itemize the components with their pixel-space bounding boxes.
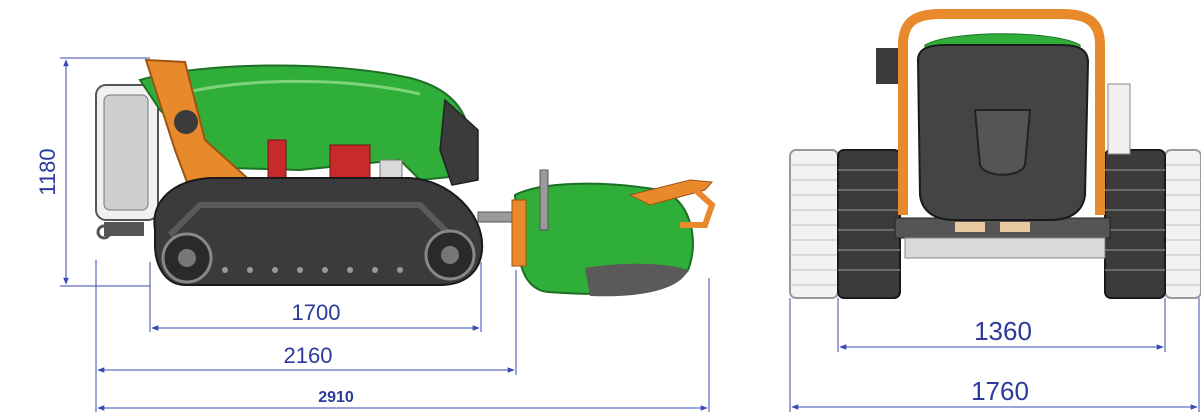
- right-outer-track: [1164, 149, 1201, 299]
- track-length-label: 1700: [292, 300, 341, 325]
- height-label: 1180: [35, 148, 60, 195]
- left-inner-track: [837, 149, 901, 299]
- inner-width-label: 1360: [974, 316, 1032, 346]
- dimension-lines: [60, 57, 1200, 412]
- side-view-machine: [95, 58, 716, 297]
- overall-length-label: 2910: [318, 389, 354, 406]
- overall-width-label: 1760: [971, 376, 1029, 406]
- green-body: [138, 64, 471, 182]
- right-inner-track: [1104, 149, 1166, 299]
- front-view-machine: [789, 9, 1201, 299]
- left-outer-track: [789, 149, 839, 299]
- machine-length-label: 2160: [284, 343, 333, 368]
- front-roll-bar: [898, 9, 1105, 215]
